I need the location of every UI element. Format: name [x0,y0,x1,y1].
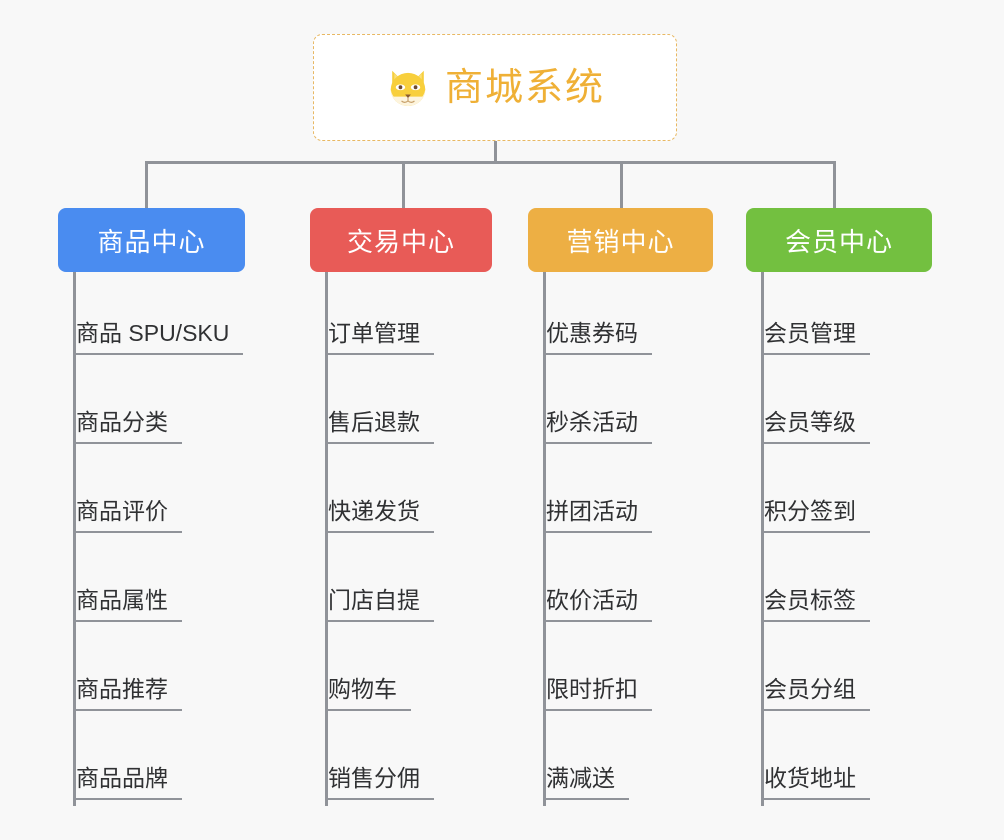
leaf-label: 商品品牌 [76,765,182,800]
list-item[interactable]: 积分签到 [764,450,870,539]
list-item[interactable]: 商品品牌 [76,717,243,806]
root-node[interactable]: 商城系统 [313,34,677,141]
leaf-label: 售后退款 [328,409,434,444]
leaf-label: 满减送 [546,765,629,800]
branch-header-label: 营销中心 [566,226,675,257]
branch-trunk-4 [761,272,764,806]
leaf-label: 会员标签 [764,587,870,622]
leaf-list-1: 商品 SPU/SKU 商品分类 商品评价 商品属性 商品推荐 商品品牌 [76,272,244,806]
list-item[interactable]: 商品评价 [76,450,243,539]
connector-drop-1 [145,161,148,208]
leaf-label: 购物车 [328,676,411,711]
leaf-label: 优惠券码 [546,320,652,355]
list-item[interactable]: 会员标签 [764,539,870,628]
leaf-list-2: 订单管理 售后退款 快递发货 门店自提 购物车 销售分佣 [328,272,434,806]
branch-header-1[interactable]: 商品中心 [58,208,245,272]
leaf-label: 销售分佣 [328,765,434,800]
leaf-label: 订单管理 [328,320,434,355]
leaf-label: 秒杀活动 [546,409,652,444]
list-item[interactable]: 秒杀活动 [546,361,652,450]
root-node-label: 商城系统 [444,66,605,109]
leaf-label: 商品推荐 [76,676,182,711]
connector-drop-4 [833,161,836,208]
shiba-inu-dog-face-icon [385,65,431,111]
branch-trunk-1 [73,272,76,806]
leaf-label: 快递发货 [328,498,434,533]
list-item[interactable]: 商品分类 [76,361,243,450]
leaf-label: 砍价活动 [546,587,652,622]
leaf-label: 商品 SPU/SKU [76,320,244,355]
connector-bus-bar [145,161,836,164]
connector-drop-2 [402,161,405,208]
list-item[interactable]: 会员等级 [764,361,870,450]
leaf-label: 限时折扣 [546,676,652,711]
branch-header-label: 交易中心 [346,226,455,257]
leaf-label: 门店自提 [328,587,434,622]
list-item[interactable]: 售后退款 [328,361,434,450]
list-item[interactable]: 收货地址 [764,717,870,806]
list-item[interactable]: 购物车 [328,628,434,717]
connector-root-stem [494,141,497,163]
list-item[interactable]: 订单管理 [328,272,434,361]
branch-trunk-3 [543,272,546,806]
leaf-label: 收货地址 [764,765,870,800]
list-item[interactable]: 销售分佣 [328,717,434,806]
leaf-label: 会员管理 [764,320,870,355]
leaf-label: 积分签到 [764,498,870,533]
connector-drop-3 [620,161,623,208]
list-item[interactable]: 商品推荐 [76,628,243,717]
branch-trunk-2 [325,272,328,806]
list-item[interactable]: 满减送 [546,717,652,806]
branch-header-2[interactable]: 交易中心 [310,208,492,272]
list-item[interactable]: 优惠券码 [546,272,652,361]
list-item[interactable]: 快递发货 [328,450,434,539]
branch-header-3[interactable]: 营销中心 [528,208,713,272]
list-item[interactable]: 商品属性 [76,539,243,628]
list-item[interactable]: 门店自提 [328,539,434,628]
branch-header-label: 商品中心 [97,226,206,257]
leaf-list-3: 优惠券码 秒杀活动 拼团活动 砍价活动 限时折扣 满减送 [546,272,652,806]
list-item[interactable]: 商品 SPU/SKU [76,272,244,361]
leaf-label: 商品评价 [76,498,182,533]
branch-header-label: 会员中心 [784,226,893,257]
list-item[interactable]: 拼团活动 [546,450,652,539]
leaf-label: 商品分类 [76,409,182,444]
list-item[interactable]: 会员管理 [764,272,870,361]
branch-header-4[interactable]: 会员中心 [746,208,932,272]
leaf-label: 商品属性 [76,587,182,622]
list-item[interactable]: 会员分组 [764,628,870,717]
leaf-label: 拼团活动 [546,498,652,533]
leaf-label: 会员分组 [764,676,870,711]
list-item[interactable]: 砍价活动 [546,539,652,628]
leaf-list-4: 会员管理 会员等级 积分签到 会员标签 会员分组 收货地址 [764,272,870,806]
leaf-label: 会员等级 [764,409,870,444]
list-item[interactable]: 限时折扣 [546,628,652,717]
